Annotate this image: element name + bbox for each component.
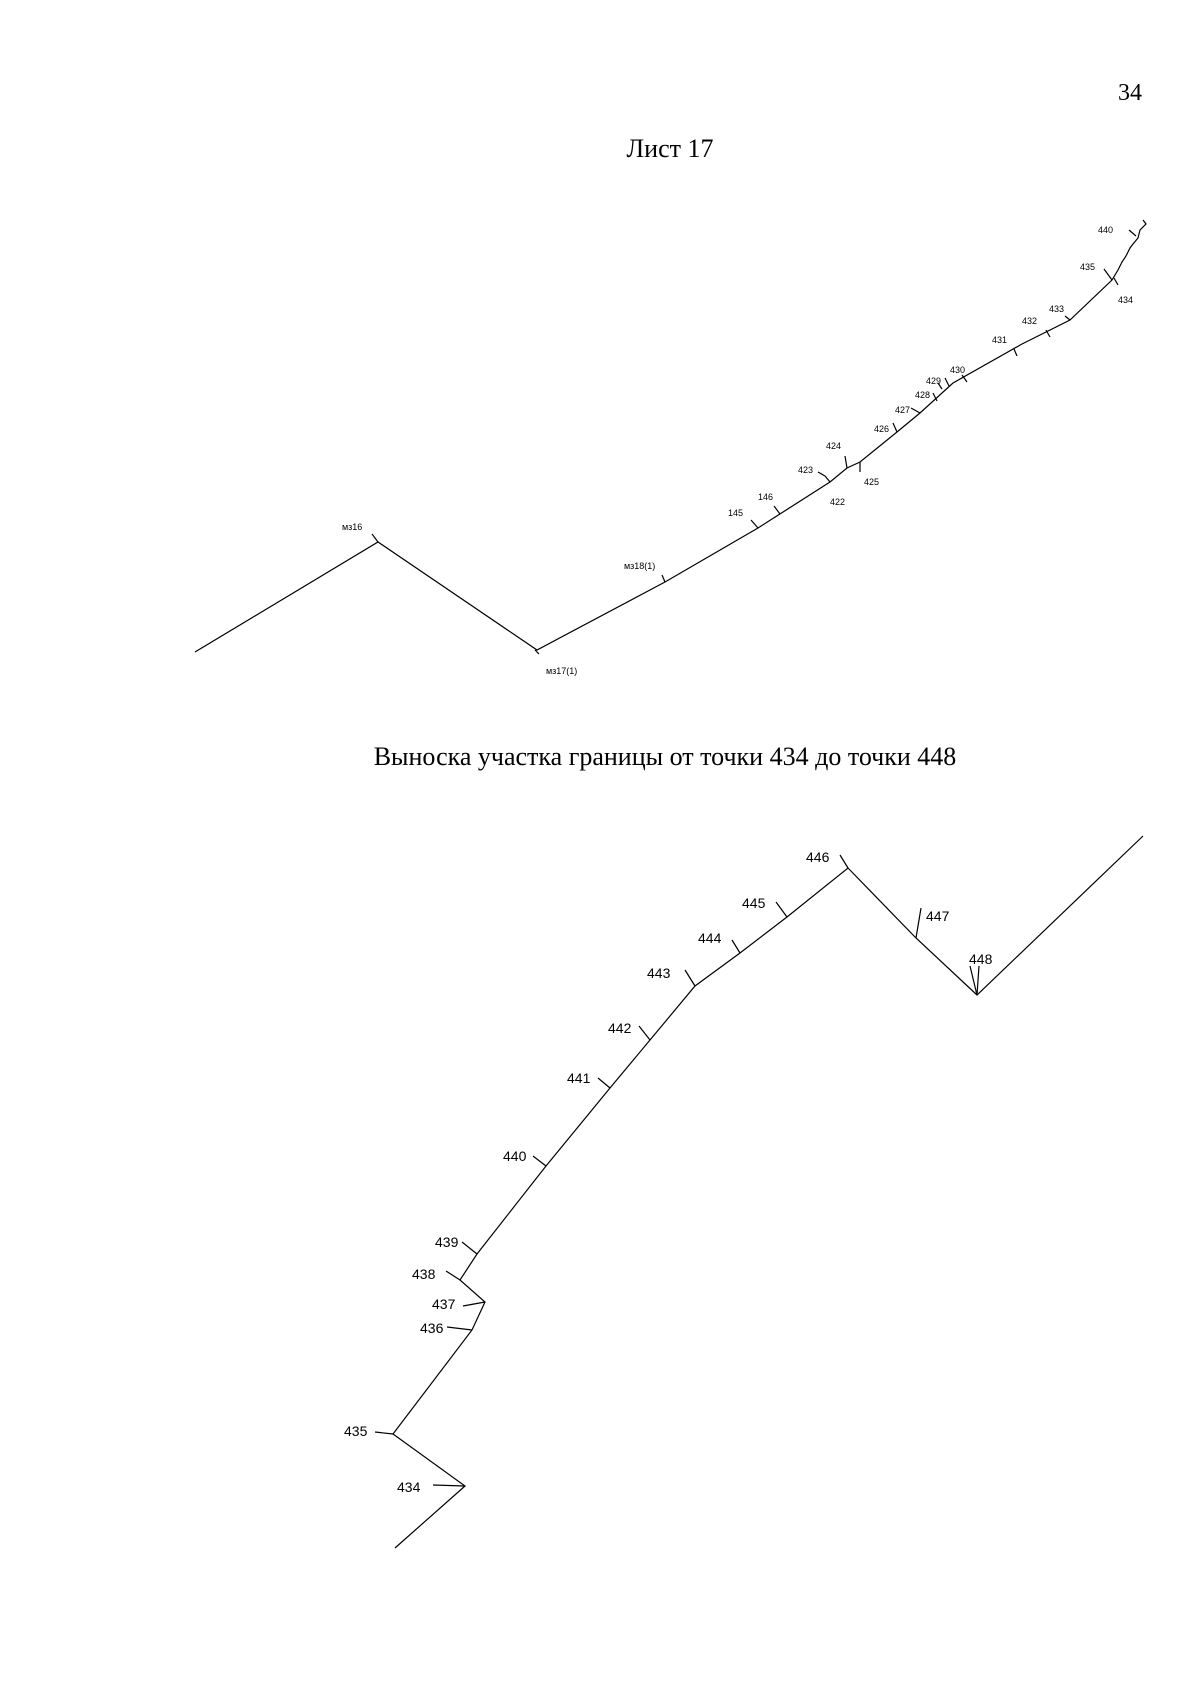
label-429: 429	[926, 376, 941, 386]
overview-boundary-line	[194, 219, 1147, 653]
label-433: 433	[1049, 304, 1064, 314]
label-434: 434	[397, 1479, 421, 1495]
sheet-title: Лист 17	[626, 134, 714, 163]
label-145: 145	[728, 508, 743, 518]
label-427: 427	[895, 405, 910, 415]
callout-title: Выноска участка границы от точки 434 до …	[373, 742, 957, 771]
label-443: 443	[647, 965, 671, 981]
detail-boundary-line	[392, 835, 1144, 1549]
label-435: 435	[344, 1423, 368, 1439]
label-428: 428	[915, 390, 930, 400]
label-440: 440	[503, 1148, 527, 1164]
label-439: 439	[435, 1234, 459, 1250]
label-435: 435	[1080, 262, 1095, 272]
label-146: 146	[758, 492, 773, 502]
overview-tick-marks	[371, 229, 1137, 655]
label-446: 446	[806, 849, 830, 865]
label-438: 438	[412, 1266, 436, 1282]
label-444: 444	[698, 930, 722, 946]
label-442: 442	[608, 1020, 632, 1036]
label-422: 422	[830, 497, 845, 507]
label-432: 432	[1022, 316, 1037, 326]
label-424: 424	[826, 441, 841, 451]
label-426: 426	[874, 424, 889, 434]
label-448: 448	[969, 951, 993, 967]
detail-labels: 434 435 436 437 438 439 440 441 442 443 …	[344, 849, 993, 1495]
label-440: 440	[1098, 225, 1113, 235]
label-m318: мз18(1)	[624, 561, 655, 571]
label-m317: мз17(1)	[546, 666, 577, 676]
page-number: 34	[1118, 80, 1142, 106]
label-445: 445	[742, 895, 766, 911]
label-447: 447	[926, 908, 950, 924]
label-423: 423	[798, 465, 813, 475]
label-425: 425	[864, 477, 879, 487]
label-434: 434	[1118, 295, 1133, 305]
detail-tick-marks	[374, 854, 980, 1487]
label-436: 436	[420, 1320, 444, 1336]
label-441: 441	[567, 1070, 591, 1086]
label-430: 430	[950, 365, 965, 375]
label-437: 437	[432, 1296, 456, 1312]
label-431: 431	[992, 335, 1007, 345]
overview-labels: мз16 мз17(1) мз18(1) 145 146 422 423 424…	[342, 225, 1133, 676]
label-m316: мз16	[342, 522, 362, 532]
